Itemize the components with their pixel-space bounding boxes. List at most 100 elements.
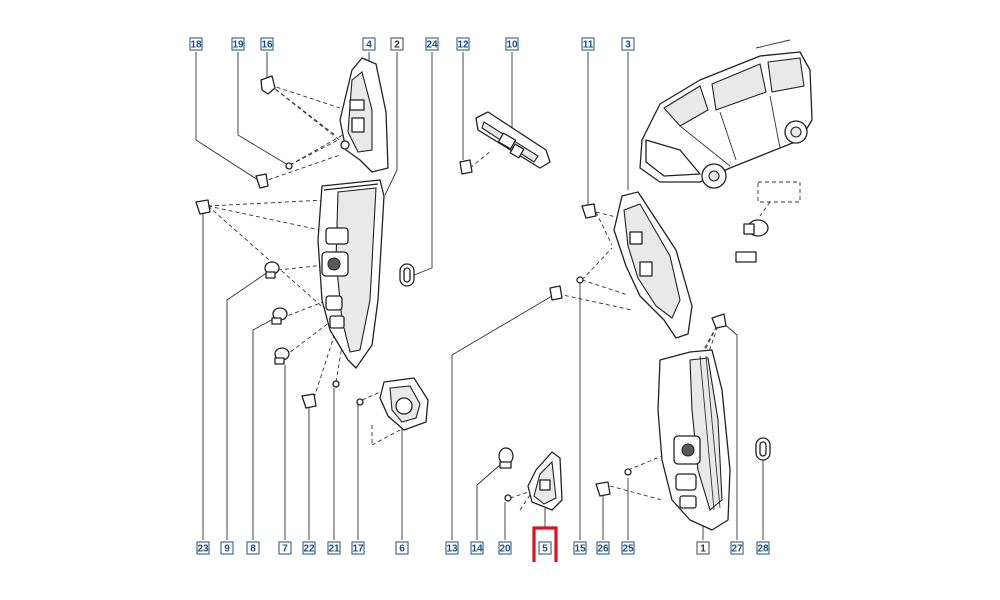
part-2-left-rear-lamp xyxy=(317,179,385,369)
callout-box xyxy=(621,37,635,51)
callout-number: 26 xyxy=(597,544,609,555)
callout-17[interactable]: 17 xyxy=(351,541,365,555)
callout-box xyxy=(470,541,484,555)
callout-number: 19 xyxy=(232,40,244,51)
callout-box xyxy=(220,541,234,555)
callout-4[interactable]: 4 xyxy=(362,37,376,51)
callout-number: 2 xyxy=(394,40,400,51)
callout-9[interactable]: 9 xyxy=(220,541,234,555)
callout-box xyxy=(351,541,365,555)
callout-box xyxy=(756,541,770,555)
callout-number: 28 xyxy=(757,544,769,555)
part-23-clip xyxy=(195,199,211,215)
callout-box xyxy=(573,541,587,555)
callout-box xyxy=(327,541,341,555)
part-20-screw xyxy=(504,494,512,502)
callout-box xyxy=(196,541,210,555)
callout-11[interactable]: 11 xyxy=(581,37,595,51)
callout-box xyxy=(596,541,610,555)
callout-box xyxy=(390,37,404,51)
callout-box xyxy=(302,541,316,555)
callout-1[interactable]: 1 xyxy=(696,541,710,555)
callout-number: 14 xyxy=(471,544,483,555)
callout-box xyxy=(189,37,203,51)
part-17-screw xyxy=(356,398,364,406)
callout-27[interactable]: 27 xyxy=(730,541,744,555)
callout-number: 9 xyxy=(224,544,230,555)
callout-number: 21 xyxy=(328,544,340,555)
part-21-screw xyxy=(332,380,340,388)
part-18-clip xyxy=(255,173,269,189)
callout-21[interactable]: 21 xyxy=(327,541,341,555)
callout-number: 11 xyxy=(583,40,594,51)
callout-number: 18 xyxy=(190,40,202,51)
part-28-grommet xyxy=(755,437,771,461)
callout-2[interactable]: 2 xyxy=(390,37,404,51)
callout-15[interactable]: 15 xyxy=(573,541,587,555)
callout-number: 16 xyxy=(261,40,273,51)
callout-25[interactable]: 25 xyxy=(621,541,635,555)
callout-26[interactable]: 26 xyxy=(596,541,610,555)
part-22-clip xyxy=(301,393,317,409)
callout-number: 22 xyxy=(303,544,315,555)
part-24-grommet xyxy=(399,263,415,287)
callout-24[interactable]: 24 xyxy=(425,37,439,51)
callout-box xyxy=(425,37,439,51)
callout-5[interactable]: 5 xyxy=(538,541,552,555)
callout-19[interactable]: 19 xyxy=(231,37,245,51)
part-26-clip xyxy=(595,481,611,497)
callout-number: 7 xyxy=(282,544,288,555)
callout-number: 25 xyxy=(622,544,634,555)
callout-box xyxy=(456,37,470,51)
part-11-clip xyxy=(581,203,597,219)
part-16-clip xyxy=(260,75,276,95)
part-4-upper-lamp xyxy=(339,57,389,173)
callout-number: 3 xyxy=(625,40,631,51)
callout-7[interactable]: 7 xyxy=(278,541,292,555)
callout-number: 23 xyxy=(197,544,209,555)
callout-10[interactable]: 10 xyxy=(505,37,519,51)
callout-number: 12 xyxy=(457,40,469,51)
callout-14[interactable]: 14 xyxy=(470,541,484,555)
callout-box xyxy=(246,541,260,555)
part-6-bulb-holder xyxy=(379,377,429,431)
callout-number: 8 xyxy=(250,544,256,555)
callout-box xyxy=(395,541,409,555)
callout-box xyxy=(498,541,512,555)
highlight-bracket xyxy=(532,526,558,562)
callout-number: 15 xyxy=(574,544,586,555)
callout-box xyxy=(730,541,744,555)
callout-13[interactable]: 13 xyxy=(445,541,459,555)
callout-number: 27 xyxy=(731,544,743,555)
callout-28[interactable]: 28 xyxy=(756,541,770,555)
callout-3[interactable]: 3 xyxy=(621,37,635,51)
part-27-clip xyxy=(711,313,727,329)
callout-6[interactable]: 6 xyxy=(395,541,409,555)
part-1-right-rear-lamp xyxy=(657,349,731,531)
callout-20[interactable]: 20 xyxy=(498,541,512,555)
callout-number: 24 xyxy=(426,40,438,51)
part-15-screw xyxy=(576,276,584,284)
callout-18[interactable]: 18 xyxy=(189,37,203,51)
part-25-screw xyxy=(624,468,632,476)
callout-22[interactable]: 22 xyxy=(302,541,316,555)
callout-box xyxy=(505,37,519,51)
callout-8[interactable]: 8 xyxy=(246,541,260,555)
callout-box xyxy=(445,541,459,555)
callout-number: 1 xyxy=(700,544,706,555)
callout-box xyxy=(278,541,292,555)
part-14-bulb xyxy=(498,447,514,469)
callout-box xyxy=(362,37,376,51)
callout-number: 4 xyxy=(366,40,372,51)
callout-number: 10 xyxy=(506,40,518,51)
callout-12[interactable]: 12 xyxy=(456,37,470,51)
callout-number: 6 xyxy=(399,544,405,555)
callout-16[interactable]: 16 xyxy=(260,37,274,51)
callout-number: 5 xyxy=(542,544,548,555)
leader-lines xyxy=(195,52,764,540)
part-9-bulb xyxy=(264,261,280,279)
callout-number: 17 xyxy=(352,544,364,555)
callout-23[interactable]: 23 xyxy=(196,541,210,555)
part-13-clip xyxy=(549,285,563,301)
